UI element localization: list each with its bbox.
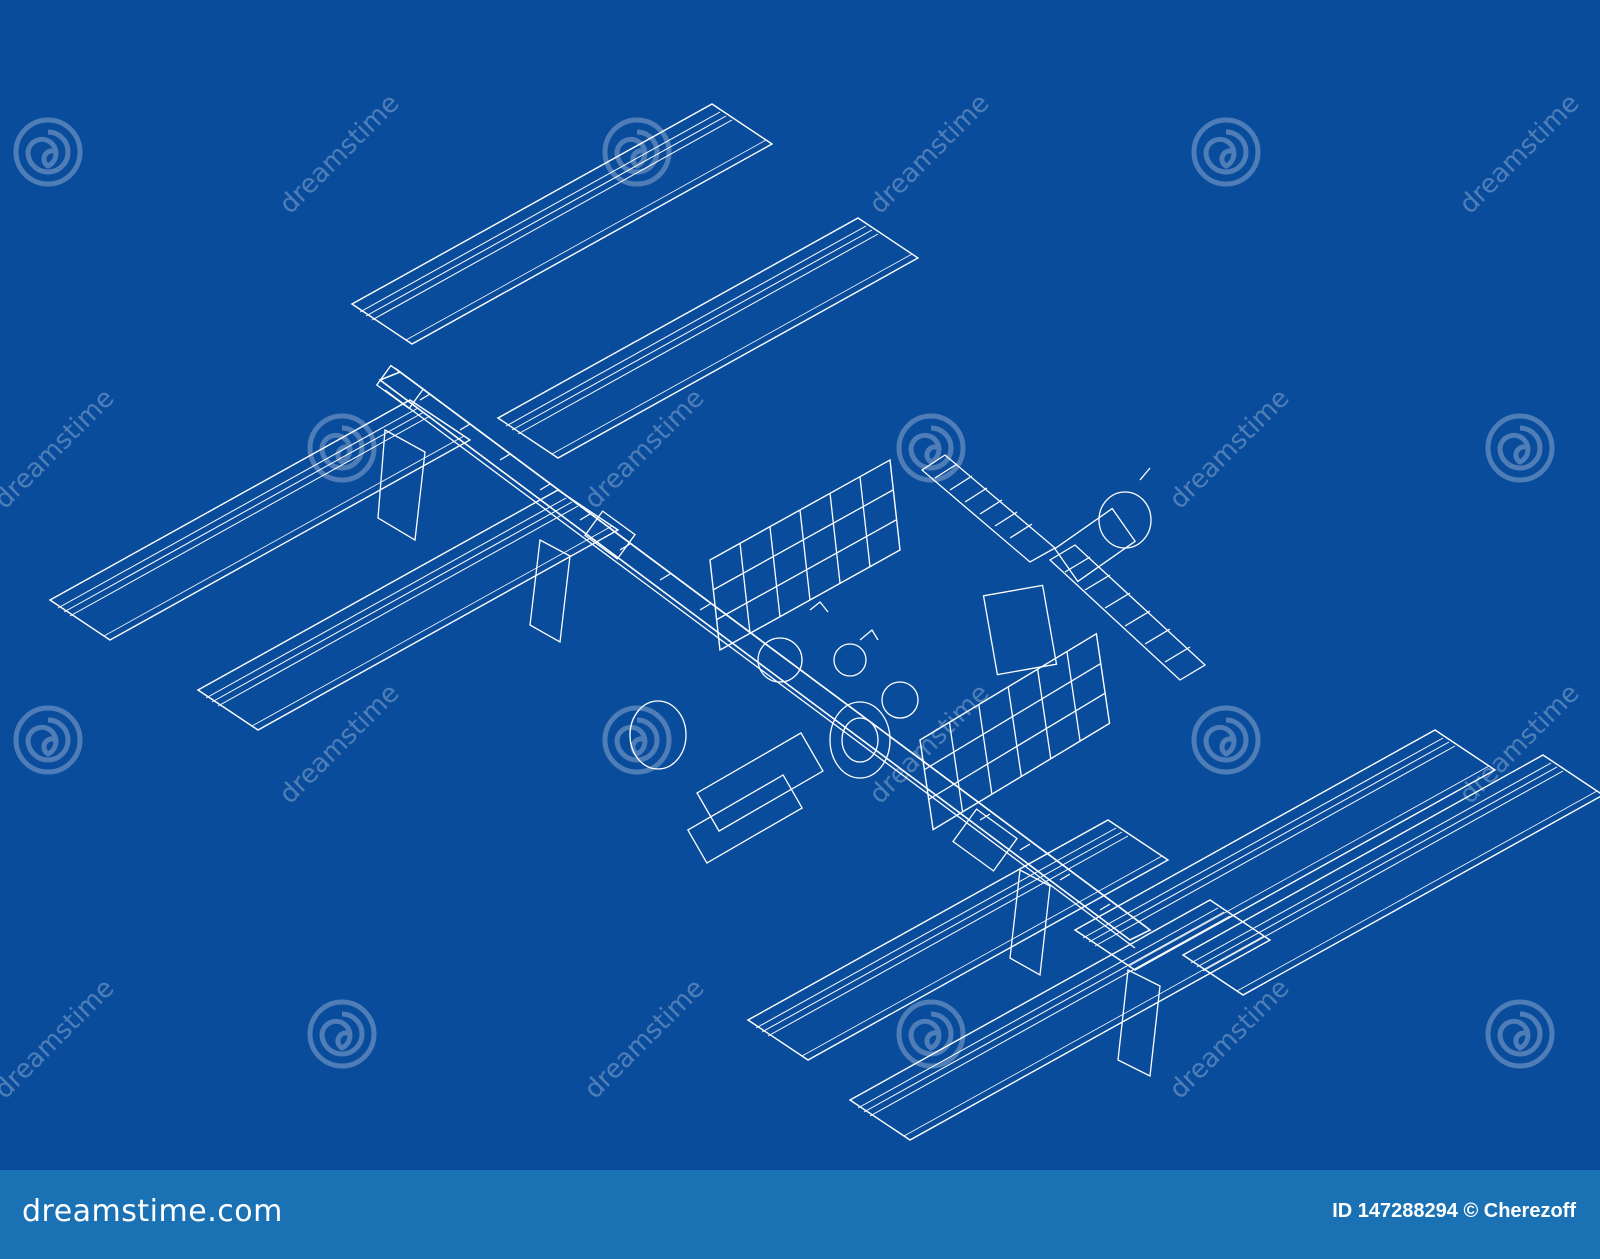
solar-wing-lower-2	[849, 899, 1271, 1141]
watermark-text-6: dreamstime	[1164, 383, 1296, 515]
watermark-text-12: dreamstime	[1164, 973, 1296, 1105]
watermark-text-7: dreamstime	[274, 678, 406, 810]
footer-bar: dreamstime.com ID 147288294 © Cherezoff	[0, 1170, 1600, 1259]
watermark-text-3: dreamstime	[1454, 88, 1586, 220]
watermark-text: dreamstime dreamstime dreamstime dreamst…	[0, 88, 1585, 1105]
watermark-text-11: dreamstime	[579, 973, 711, 1105]
radiator-grid-right	[1048, 544, 1207, 681]
footer-credit: ID 147288294 © Cherezoff	[1332, 1200, 1576, 1222]
watermark-text-4: dreamstime	[0, 383, 120, 515]
footer-logo[interactable]: dreamstime.com	[22, 1194, 283, 1229]
solar-wing-right-2	[1182, 754, 1600, 996]
solar-wing-upper-1	[351, 103, 773, 345]
space-station-wireframe	[49, 103, 1600, 1141]
watermark-text-2: dreamstime	[864, 88, 996, 220]
watermark-swirls	[16, 120, 1552, 1066]
solar-wing-right-1	[1074, 729, 1496, 971]
solar-wing-left-1	[49, 399, 471, 641]
radiator-grid-upper	[920, 454, 1057, 563]
modules	[629, 467, 1152, 864]
central-array-1	[709, 459, 901, 651]
radiators	[377, 428, 1161, 1077]
watermark-text-10: dreamstime	[0, 973, 120, 1105]
watermark-text-5: dreamstime	[579, 383, 711, 515]
watermark-text-1: dreamstime	[274, 88, 406, 220]
blueprint-illustration: dreamstime dreamstime dreamstime dreamst…	[0, 88, 1600, 1141]
watermark-text-9: dreamstime	[1454, 678, 1586, 810]
solar-wing-left-2	[197, 489, 619, 731]
